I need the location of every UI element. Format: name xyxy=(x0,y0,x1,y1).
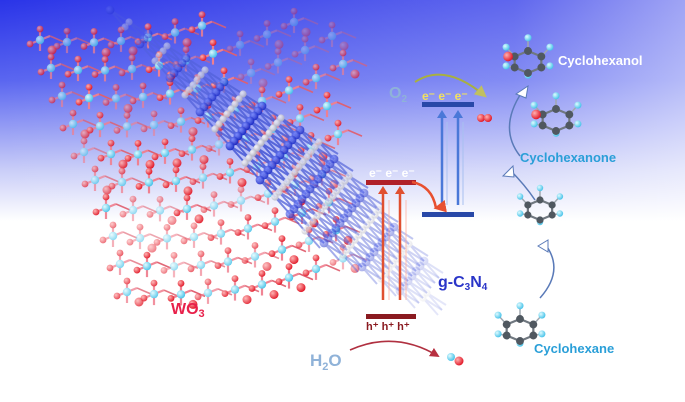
cyclohexane-molecule xyxy=(494,302,546,347)
cyclohexane-label: Cyclohexane xyxy=(534,341,614,356)
gcn-holes-label: h⁺ h⁺ h⁺ xyxy=(422,222,466,234)
wo3-crystal-lattice xyxy=(26,7,368,309)
cycle-arrow-ketone-to-alcohol xyxy=(508,91,523,157)
cyclohexanone-label: Cyclohexanone xyxy=(520,150,616,165)
cyclohexanol-label: Cyclohexanol xyxy=(558,53,643,68)
wo3-electrons-label: e⁻ e⁻ e⁻ xyxy=(369,166,415,180)
h2o-label: H2O xyxy=(310,351,342,373)
electron-transfer-arrow xyxy=(411,180,447,213)
g-c3n4-sheet xyxy=(105,5,447,316)
gcn-band-structure xyxy=(422,102,474,217)
wo3-band-structure xyxy=(366,180,416,319)
gcn-conduction-band xyxy=(422,102,474,107)
cyclohexanol-molecule xyxy=(502,34,554,79)
gcn-label: g-C3N4 xyxy=(438,274,488,293)
o2-reduction-arrow xyxy=(414,73,487,98)
oh-molecule xyxy=(447,353,464,366)
wo3-label: WO3 xyxy=(171,301,205,320)
gcn-valence-band xyxy=(422,212,474,217)
wo3-holes-label: h⁺ h⁺ h⁺ xyxy=(366,321,410,333)
h2o-oxidation-arrow xyxy=(349,340,440,357)
gcn-electrons-label: e⁻ e⁻ e⁻ xyxy=(422,89,468,103)
o2-label: O2 xyxy=(389,85,407,105)
wo3-valence-band xyxy=(366,314,416,319)
cyclohexane-intermediate-molecule xyxy=(516,184,564,226)
o2-molecule xyxy=(477,114,492,122)
cyclohexanone-molecule xyxy=(530,92,582,137)
wo3-conduction-band xyxy=(366,180,416,185)
